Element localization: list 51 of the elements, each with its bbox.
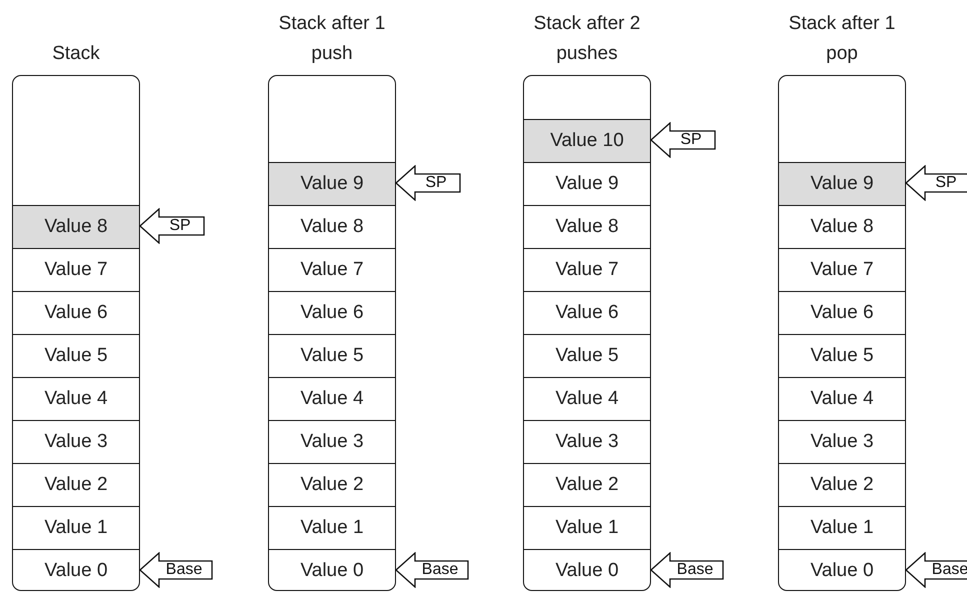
stack-title: Stack after 2 pushes [532,12,642,66]
stack-cell: Value 2 [524,463,650,506]
stack-cell: Value 1 [779,506,905,549]
stack-cell: Value 7 [779,248,905,291]
stack-cell: Value 7 [13,248,139,291]
pointer-arrow: SP [650,122,716,158]
stack-cell: Value 3 [269,420,395,463]
stack-title: Stack after 1 push [278,12,386,66]
stack-cell: Value 1 [13,506,139,549]
stack-cell: Value 9 [269,162,395,205]
pointer-arrow: Base [395,552,469,588]
stack-cell: Value 2 [779,463,905,506]
stack-cell: Value 3 [524,420,650,463]
stack-cell: Value 5 [779,334,905,377]
pointer-arrow: Base [139,552,213,588]
pointer-arrow: Base [650,552,724,588]
stack-cell: Value 0 [779,549,905,591]
stack-cell: Value 4 [13,377,139,420]
stack-cell: Value 5 [13,334,139,377]
stack-cell: Value 9 [779,162,905,205]
stack-cell: Value 9 [524,162,650,205]
stack-cell: Value 8 [269,205,395,248]
stack-cell: Value 2 [13,463,139,506]
stack-cell: Value 4 [269,377,395,420]
stack-cell: Value 0 [524,549,650,591]
stack-cell: Value 6 [524,291,650,334]
stack-cell: Value 7 [269,248,395,291]
stack-cell: Value 0 [13,549,139,591]
stack-cell: Value 3 [779,420,905,463]
pointer-arrow: SP [395,164,461,200]
stack-title: Stack [51,42,101,66]
stack-cell: Value 10 [524,119,650,162]
stack-cell: Value 6 [779,291,905,334]
stack-cell: Value 3 [13,420,139,463]
stack-cell: Value 8 [13,205,139,248]
stack-cell: Value 2 [269,463,395,506]
stack-cell: Value 4 [524,377,650,420]
stack-cell: Value 8 [524,205,650,248]
pointer-arrow: SP [905,164,967,200]
stack-cell: Value 0 [269,549,395,591]
stack-cell: Value 1 [524,506,650,549]
stack-cell: Value 5 [269,334,395,377]
stack-cell: Value 8 [779,205,905,248]
stack-title: Stack after 1 pop [788,12,896,66]
stack-cell: Value 7 [524,248,650,291]
pointer-arrow: SP [139,208,205,244]
stack-cell: Value 4 [779,377,905,420]
stack-cell: Value 5 [524,334,650,377]
stack-cell: Value 6 [13,291,139,334]
stack-cell: Value 1 [269,506,395,549]
stack-cell: Value 6 [269,291,395,334]
